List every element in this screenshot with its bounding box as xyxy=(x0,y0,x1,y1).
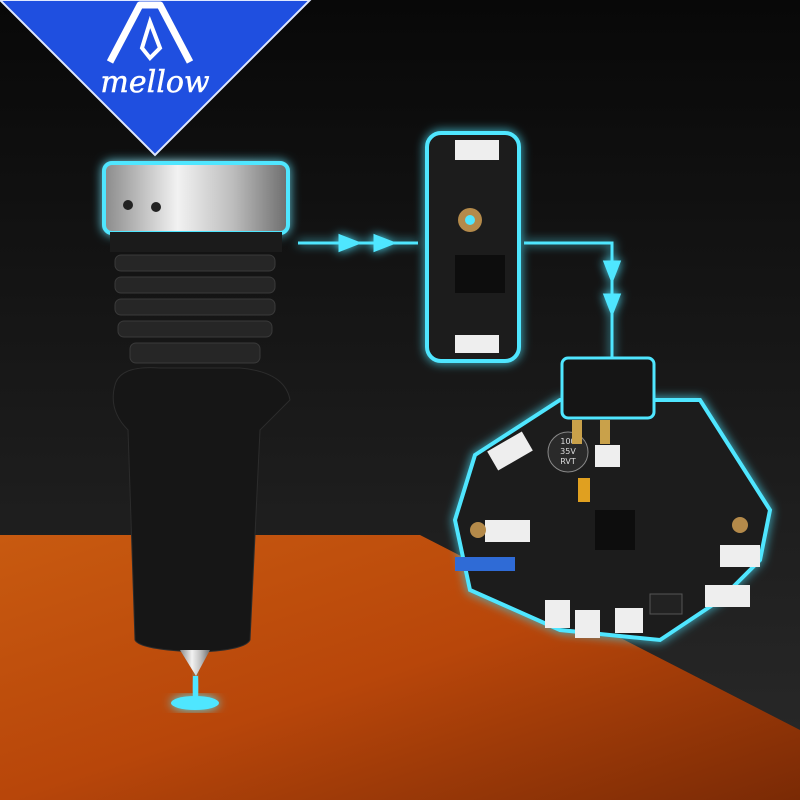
adapter-board xyxy=(425,131,521,363)
capacitor-label: RVT xyxy=(560,457,576,466)
arrow-right-icon xyxy=(338,233,363,253)
mellow-logo: mellow xyxy=(0,0,312,157)
hotend xyxy=(102,161,291,710)
capacitor-label: 100 xyxy=(560,437,575,446)
connection-arrows xyxy=(298,233,622,360)
toolboard: 100 35V RVT xyxy=(452,356,773,643)
arrow-down-icon xyxy=(602,293,622,318)
capacitor-label: 35V xyxy=(560,447,576,456)
board-connector xyxy=(560,356,656,420)
arrow-right-icon xyxy=(373,233,398,253)
arrow-down-icon xyxy=(602,260,622,285)
mcu-chip xyxy=(595,510,635,550)
logo-text: mellow xyxy=(100,65,209,100)
nozzle-glow xyxy=(171,696,219,710)
nozzle xyxy=(180,650,210,676)
silicone-sock xyxy=(112,367,291,653)
hotend-heatsink-ring xyxy=(102,161,290,235)
